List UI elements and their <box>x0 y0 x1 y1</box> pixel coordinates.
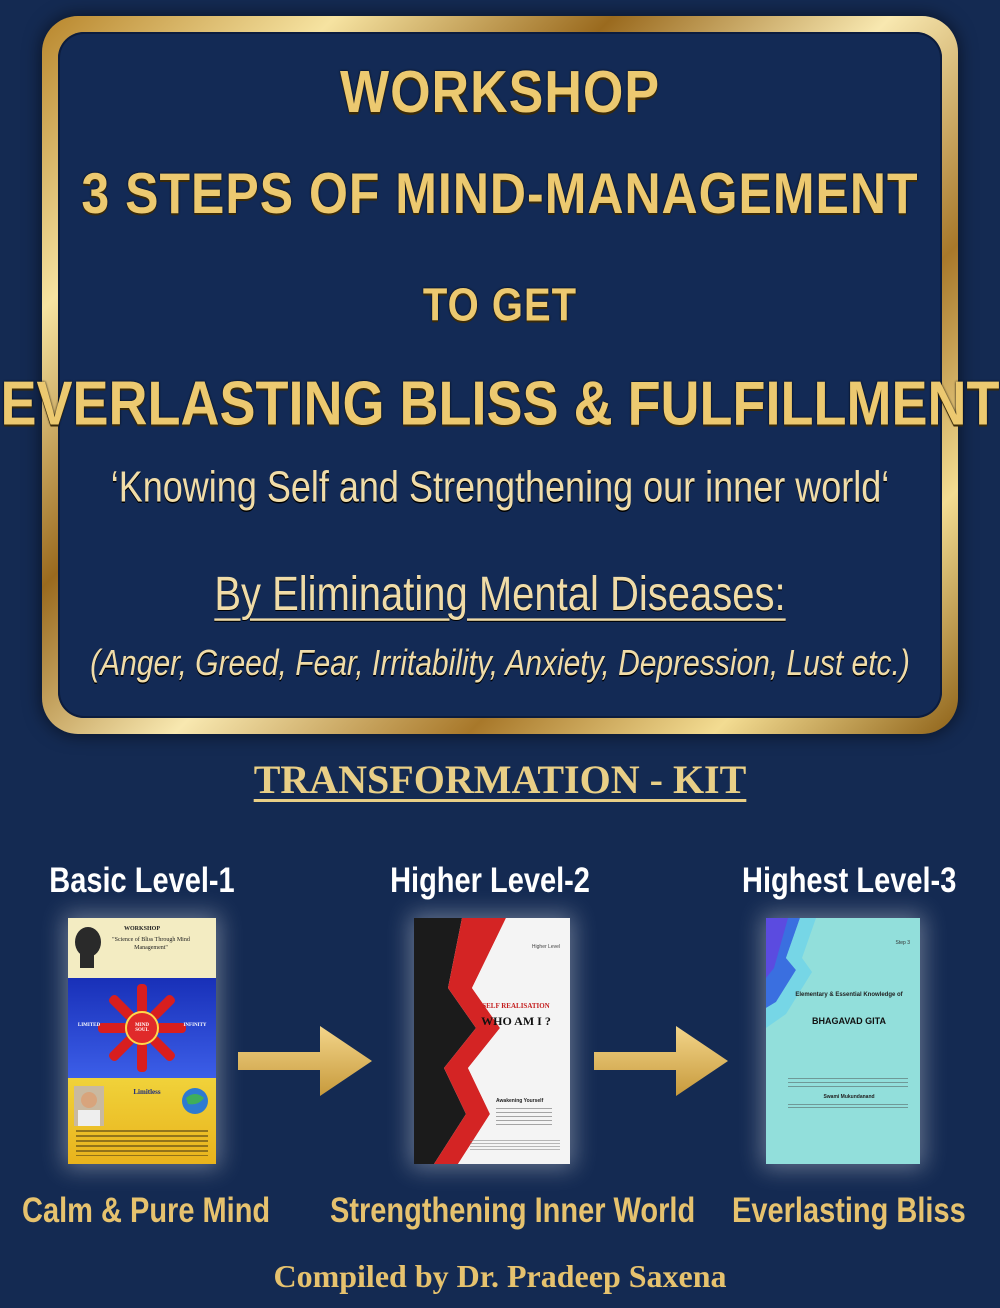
banner-tagline: ‘Knowing Self and Strengthening our inne… <box>110 462 890 512</box>
globe-icon <box>182 1088 208 1114</box>
book3-heading: Elementary & Essential Knowledge of <box>795 992 903 998</box>
compiled-by: Compiled by Dr. Pradeep Saxena <box>273 1258 727 1294</box>
book2-subtitle: Awakening Yourself <box>496 1098 544 1104</box>
book3-title: BHAGAVAD GITA <box>812 1016 886 1026</box>
book1-wheel-center: MIND SOUL <box>135 1023 149 1033</box>
level-2-caption: Strengthening Inner World <box>330 1192 696 1231</box>
level-3-label: Highest Level-3 <box>742 862 957 901</box>
sun-wheel-icon <box>98 984 186 1072</box>
banner-line-workshop: WORKSHOP <box>340 59 660 126</box>
kit-title: TRANSFORMATION - KIT <box>0 756 1000 803</box>
book2-footer-print <box>470 1140 560 1150</box>
level-2-label: Higher Level-2 <box>390 862 590 901</box>
book-cover-level-1: WORKSHOP "Science of Bliss Through Mind … <box>68 918 216 1164</box>
level-1-caption: Calm & Pure Mind <box>22 1192 271 1231</box>
banner-line-bliss: EVERLASTING BLISS & FULFILLMENT <box>0 369 1000 439</box>
arrow-right-icon <box>238 1026 372 1096</box>
banner-diseases-list: (Anger, Greed, Fear, Irritability, Anxie… <box>90 644 910 684</box>
banner-eliminating-text: By Eliminating Mental Diseases: <box>214 568 786 621</box>
banner-panel <box>58 32 942 718</box>
banner-eliminating: By Eliminating Mental Diseases: <box>0 568 1000 622</box>
book1-fine-print <box>76 1130 208 1156</box>
book1-heading: WORKSHOP <box>123 926 160 932</box>
book3-graphic <box>766 918 920 1164</box>
book-cover-level-3: Step 3 Elementary & Essential Knowledge … <box>766 918 920 1164</box>
book3-author: Swami Mukundanand <box>823 1094 875 1100</box>
level-1-label: Basic Level-1 <box>49 862 235 901</box>
book2-corner-label: Higher Level <box>531 944 560 950</box>
book3-footer-print <box>788 1104 908 1110</box>
head-silhouette-icon <box>75 927 101 968</box>
book1-wheel-right: INFINITY <box>183 1023 207 1028</box>
book3-fine-print <box>788 1078 908 1090</box>
book3-corner-label: Step 3 <box>895 940 910 946</box>
book2-fine-print <box>496 1108 552 1126</box>
kit-title-text: TRANSFORMATION - KIT <box>253 757 747 802</box>
book-cover-level-2: Higher Level SELF REALISATION WHO AM I ?… <box>414 918 570 1164</box>
book2-graphic <box>414 918 570 1164</box>
book2-title: WHO AM I ? <box>481 1014 551 1028</box>
author-photo-icon <box>74 1086 104 1126</box>
level-3-caption: Everlasting Bliss <box>732 1192 966 1231</box>
arrow-right-icon <box>594 1026 728 1096</box>
banner-line-steps: 3 STEPS OF MIND-MANAGEMENT <box>81 161 919 226</box>
book1-tagline: Limitless <box>133 1088 161 1096</box>
book2-heading: SELF REALISATION <box>482 1002 550 1010</box>
book1-wheel-left: LIMITED <box>77 1023 101 1028</box>
banner-line-to-get: TO GET <box>422 280 578 331</box>
book1-subtitle: "Science of Bliss Through Mind Managemen… <box>112 937 190 951</box>
banner-frame <box>42 16 958 734</box>
